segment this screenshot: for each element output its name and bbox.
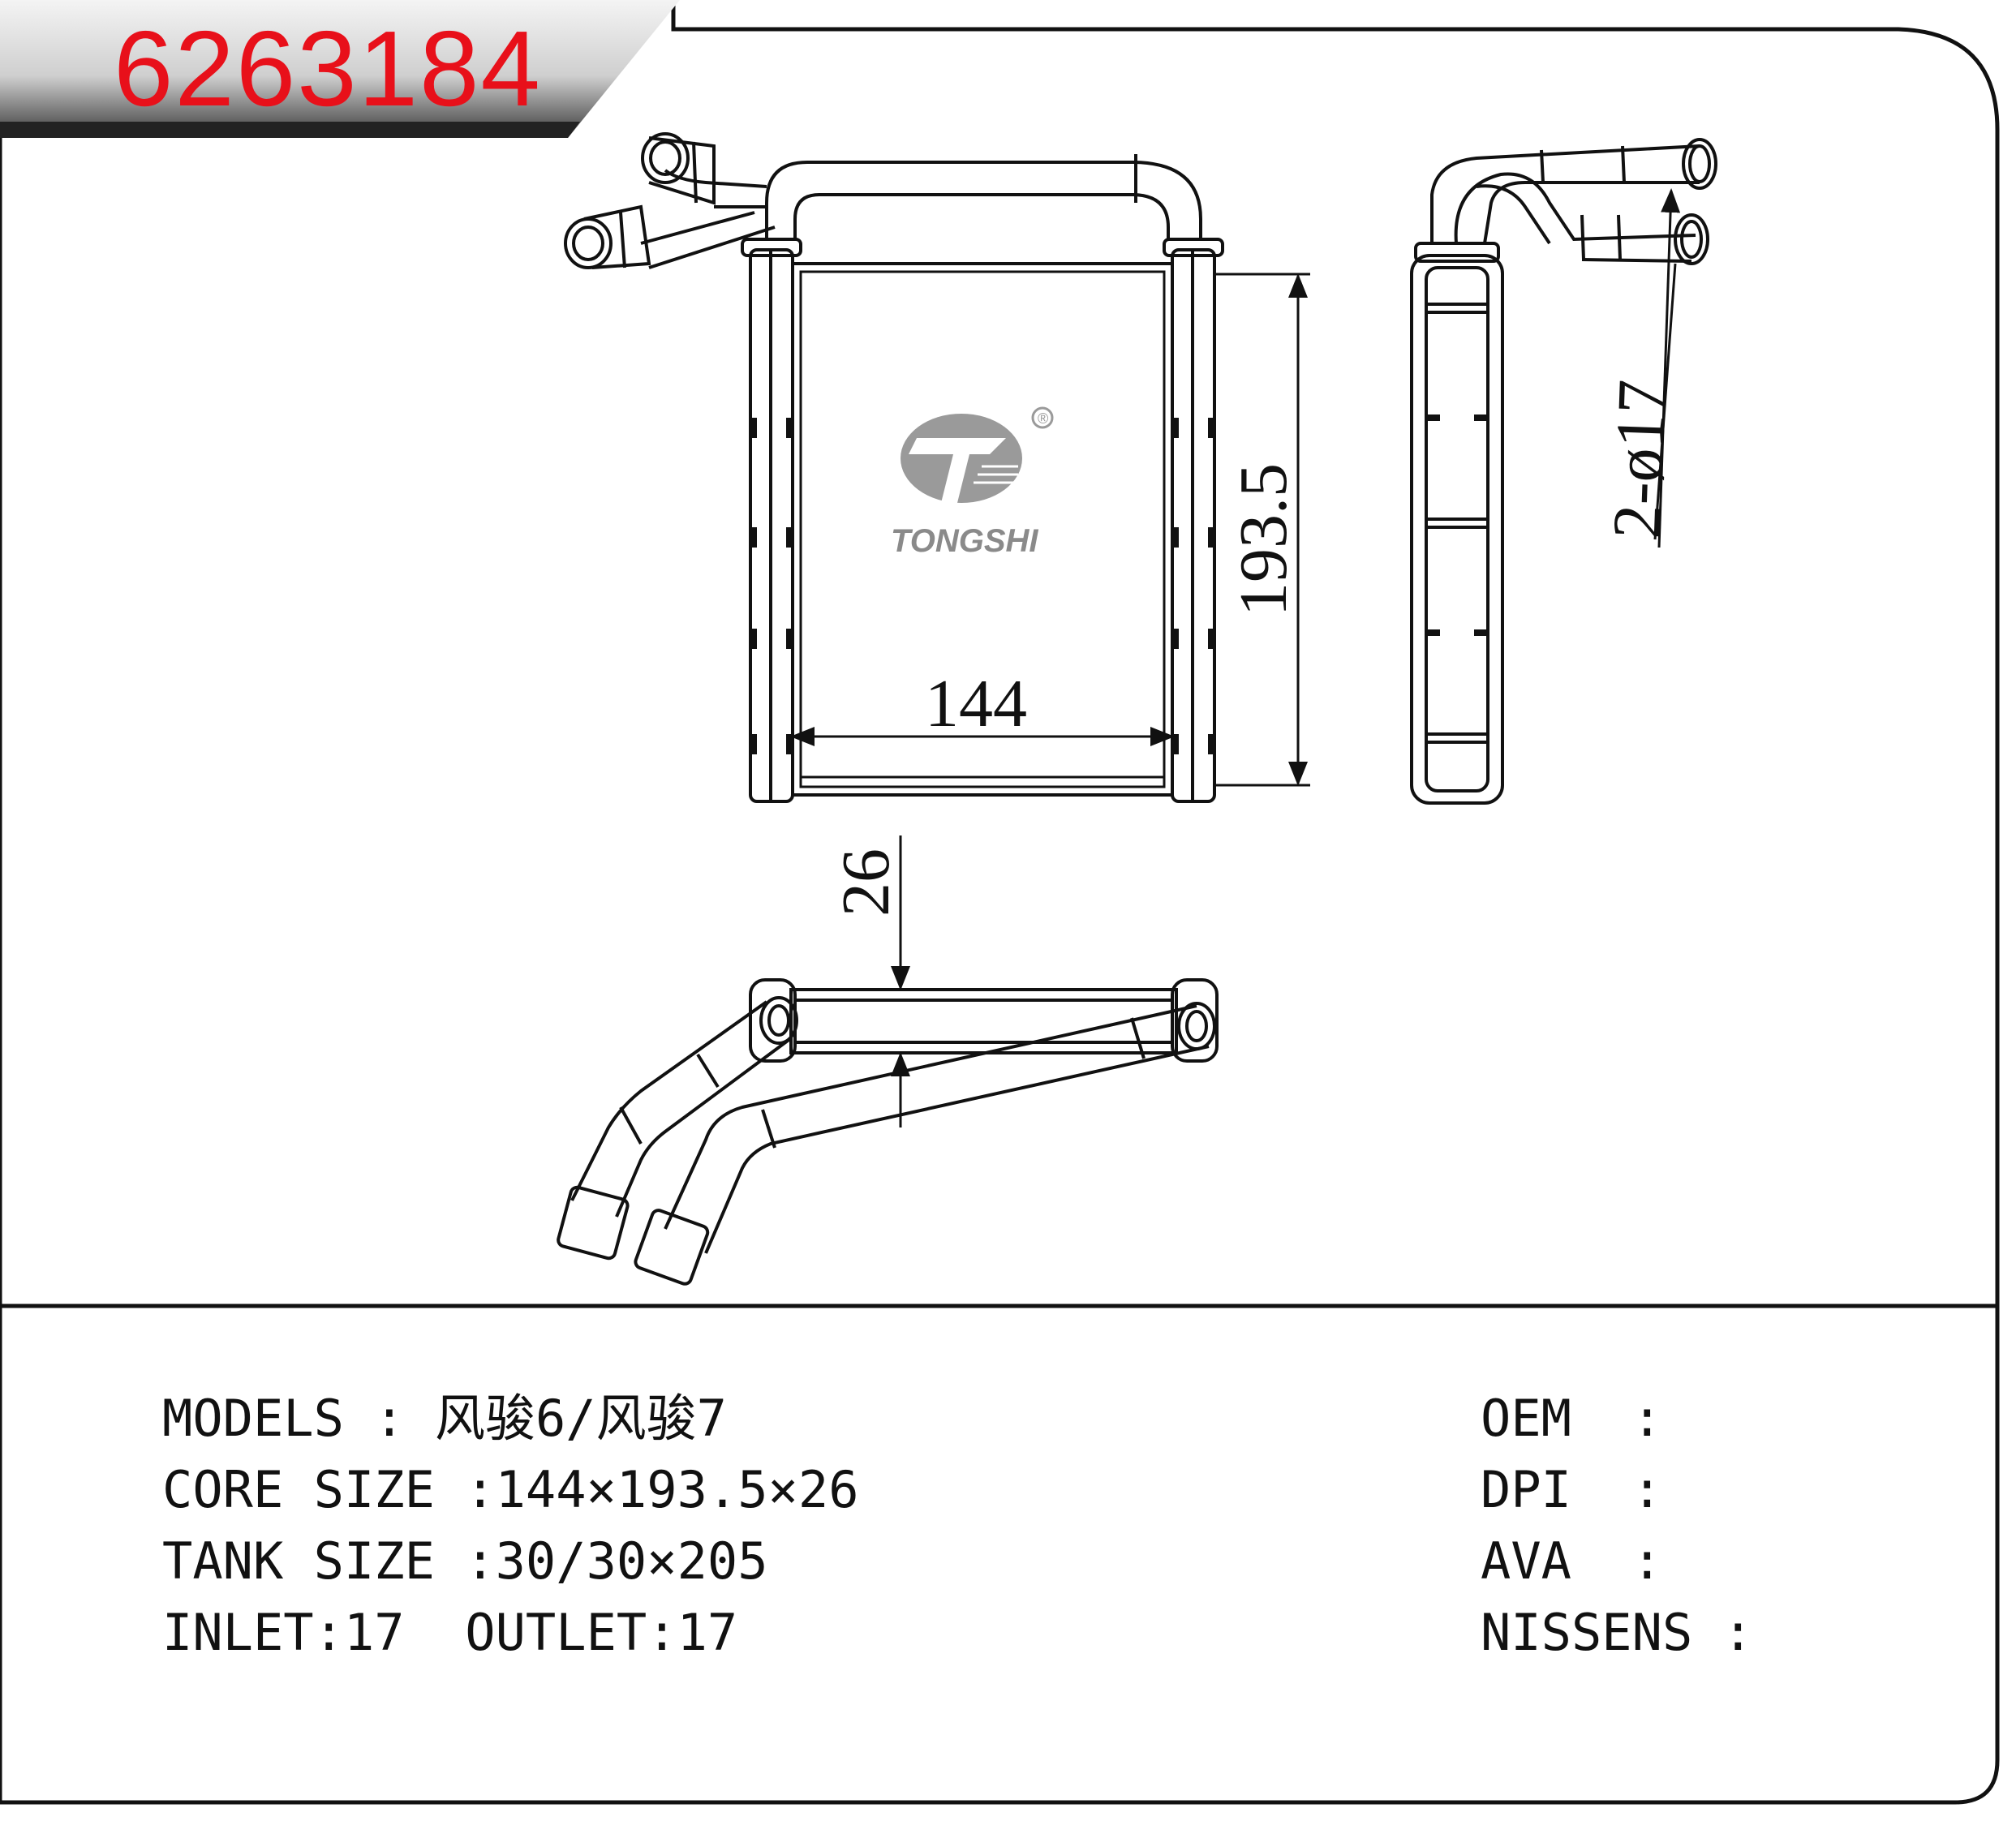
dimension-thickness: 26 (828, 835, 910, 1127)
title-tab (0, 0, 680, 138)
core-size-value: 144×193.5×26 (495, 1460, 859, 1519)
dpi-label: DPI (1481, 1460, 1571, 1519)
tank-size-value: 30/30×205 (495, 1531, 768, 1591)
tongshi-logo: ® TONGSHI (891, 406, 1054, 559)
references-block: OEM : DPI : AVA : NISSENS : (1481, 1383, 1753, 1669)
oem-row: OEM : (1481, 1389, 1662, 1448)
brand-name: TONGSHI (891, 523, 1038, 559)
inlet-label: INLET (162, 1603, 314, 1662)
oem-label: OEM (1481, 1389, 1571, 1448)
specs-block: MODELS : 风骏6/风骏7 CORE SIZE :144×193.5×26… (162, 1383, 859, 1669)
inlet-value: 17 (343, 1603, 405, 1662)
dimension-pipe-diameter-label: 2-ø17 (1599, 379, 1680, 540)
dimension-thickness-label: 26 (828, 848, 904, 917)
sheet-border (0, 0, 2000, 1805)
models-value: 风骏6/风骏7 (434, 1389, 727, 1448)
outlet-value: 17 (677, 1603, 738, 1662)
nissens-label: NISSENS (1481, 1603, 1693, 1662)
top-view (557, 978, 1219, 1286)
dimension-pipe-diameter: 2-ø17 (1599, 188, 1681, 548)
dimension-width: 144 (790, 666, 1175, 746)
dimension-height: 193.5 (1214, 273, 1310, 787)
core-size-label: CORE SIZE (162, 1460, 435, 1519)
dimension-width-label: 144 (925, 666, 1027, 741)
tank-size-row: TANK SIZE :30/30×205 (162, 1531, 768, 1591)
tank-size-label: TANK SIZE (162, 1531, 435, 1591)
dpi-row: DPI : (1481, 1460, 1662, 1519)
side-view (1410, 138, 1717, 805)
registered-mark: ® (1038, 410, 1048, 427)
core-size-row: CORE SIZE :144×193.5×26 (162, 1460, 859, 1519)
nissens-row: NISSENS : (1481, 1603, 1753, 1662)
ava-label: AVA (1481, 1531, 1571, 1591)
ava-row: AVA : (1481, 1531, 1662, 1591)
models-row: MODELS : 风骏6/风骏7 (162, 1389, 727, 1448)
dimension-height-label: 193.5 (1226, 463, 1301, 616)
inlet-outlet-row: INLET:17 OUTLET:17 (162, 1603, 738, 1662)
front-view (564, 132, 1224, 803)
models-label: MODELS (162, 1389, 344, 1448)
outlet-label: OUTLET (465, 1603, 647, 1662)
part-number: 6263184 (114, 9, 542, 128)
